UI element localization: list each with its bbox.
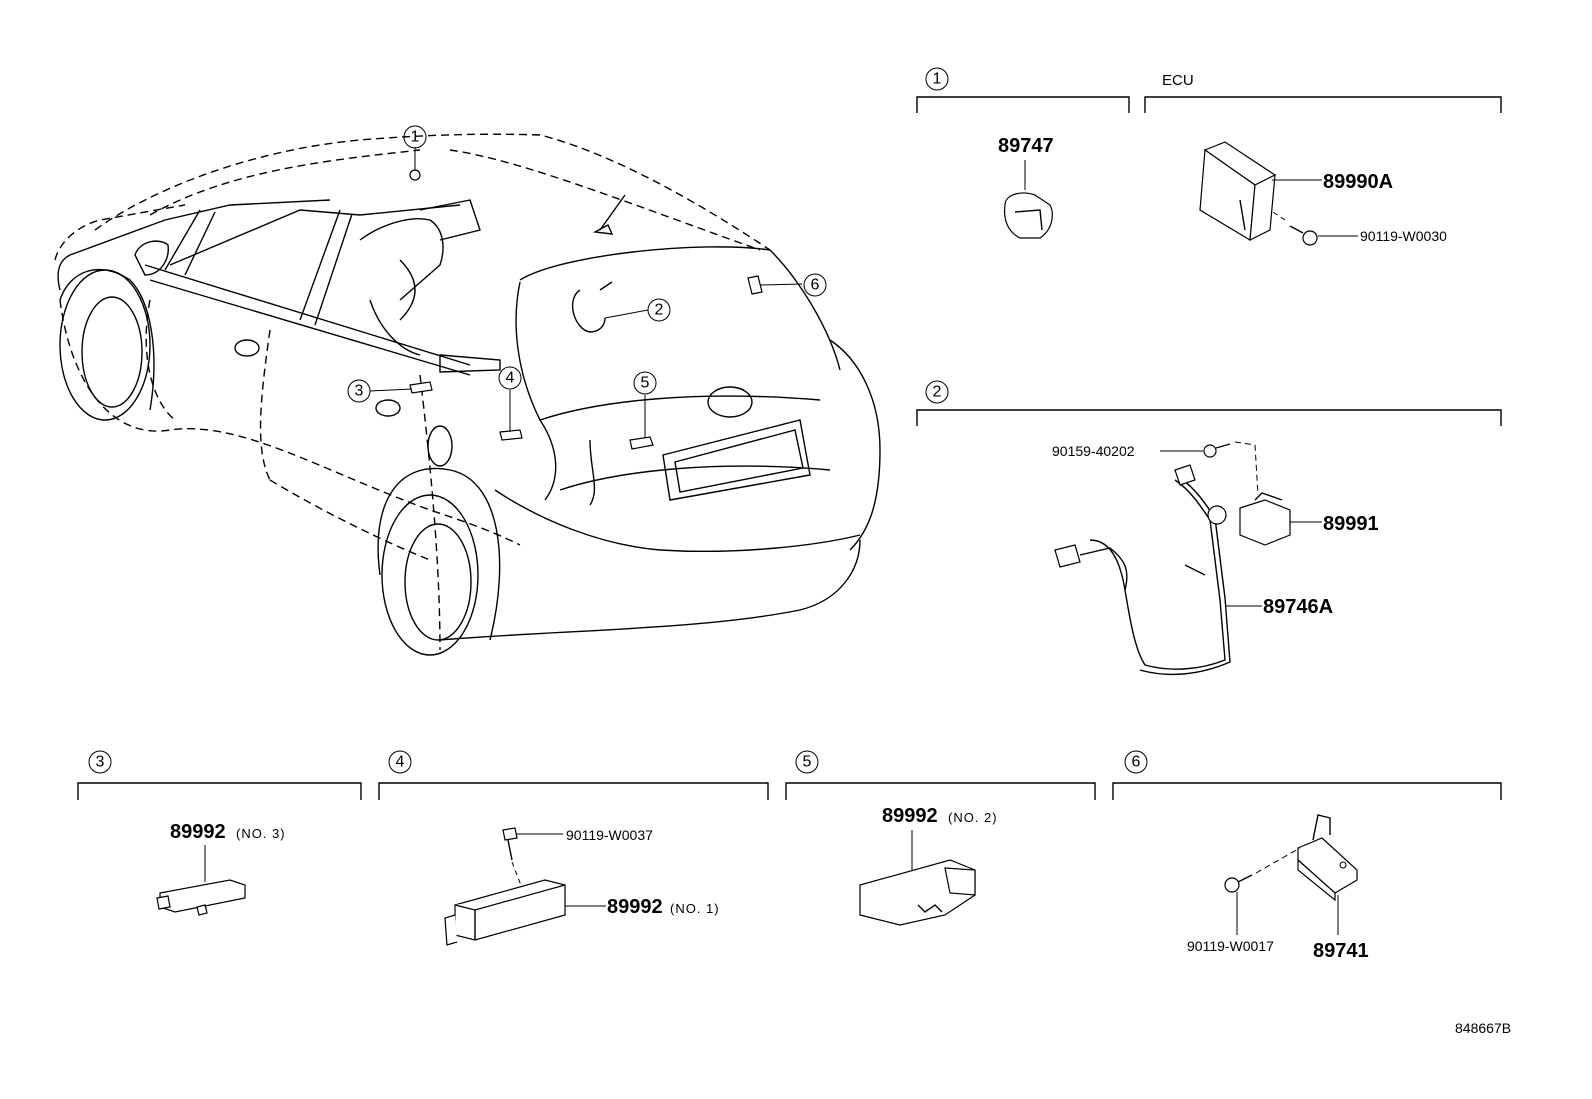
diagram-id: 848667B [1455, 1020, 1511, 1036]
part-89746A-label: 89746A [1263, 596, 1333, 618]
part-89992-no2-label: 89992 [882, 805, 938, 827]
bolt-90119-W0017-label: 90119-W0017 [1187, 938, 1274, 954]
part-89746A-drawing [1054, 464, 1231, 676]
part-89992-no2-drawing [859, 859, 976, 926]
part-89992-no3-note: (NO. 3) [236, 826, 286, 841]
part-89992-no1-drawing [444, 879, 566, 946]
callout-5: 5 [641, 375, 650, 392]
part-89992-no3-label: 89992 [170, 821, 226, 843]
bolt-90119-W0030-drawing [1269, 209, 1318, 246]
callout-2: 2 [655, 302, 664, 319]
callout-4: 4 [506, 370, 515, 387]
vehicle-illustration [54, 133, 881, 656]
part-89991-label: 89991 [1323, 513, 1379, 535]
section-6: 6 90119-W0017 89741 [1112, 750, 1502, 962]
callout-3: 3 [355, 383, 364, 400]
part-89741-drawing [1297, 814, 1358, 902]
part-89990A-drawing [1199, 141, 1277, 242]
vehicle-callouts: 1 2 3 4 5 6 [347, 125, 827, 403]
bolt-90119-W0037-drawing [502, 827, 523, 889]
bolt-90119-W0037-label: 90119-W0037 [566, 827, 653, 843]
bolt-90119-W0017-drawing [1224, 847, 1301, 893]
part-89992-no3-drawing [156, 879, 246, 916]
bolt-90119-W0030-label: 90119-W0030 [1360, 228, 1447, 244]
section-2-number: 2 [933, 384, 942, 401]
section-3-number: 3 [96, 754, 105, 771]
part-89992-no1-note: (NO. 1) [670, 901, 720, 916]
part-89747-label: 89747 [998, 135, 1054, 157]
callout-1: 1 [411, 129, 420, 146]
bolt-90159-40202-drawing [1203, 441, 1259, 496]
ecu-caption: ECU [1162, 72, 1194, 89]
section-1-number: 1 [933, 71, 942, 88]
section-5-number: 5 [803, 754, 812, 771]
section-3: 3 89992 (NO. 3) [77, 750, 362, 916]
part-89990A-label: 89990A [1323, 171, 1393, 193]
callout-6: 6 [811, 277, 820, 294]
section-4: 4 90119-W0037 89992 (NO. 1) [378, 750, 769, 946]
section-1: 1 89747 [916, 67, 1130, 239]
section-ecu: ECU 89990A 90119-W0030 [1144, 72, 1502, 246]
section-5: 5 89992 (NO. 2) [785, 750, 1096, 926]
bolt-90159-40202-label: 90159-40202 [1052, 443, 1135, 459]
section-2: 2 90159-40202 89991 89746A [916, 380, 1502, 676]
section-4-number: 4 [396, 754, 405, 771]
part-89992-no2-note: (NO. 2) [948, 810, 998, 825]
part-89992-no1-label: 89992 [607, 896, 663, 918]
part-89741-label: 89741 [1313, 940, 1369, 962]
part-89747-drawing [1003, 192, 1053, 239]
part-89991-drawing [1239, 492, 1291, 546]
section-6-number: 6 [1132, 754, 1141, 771]
